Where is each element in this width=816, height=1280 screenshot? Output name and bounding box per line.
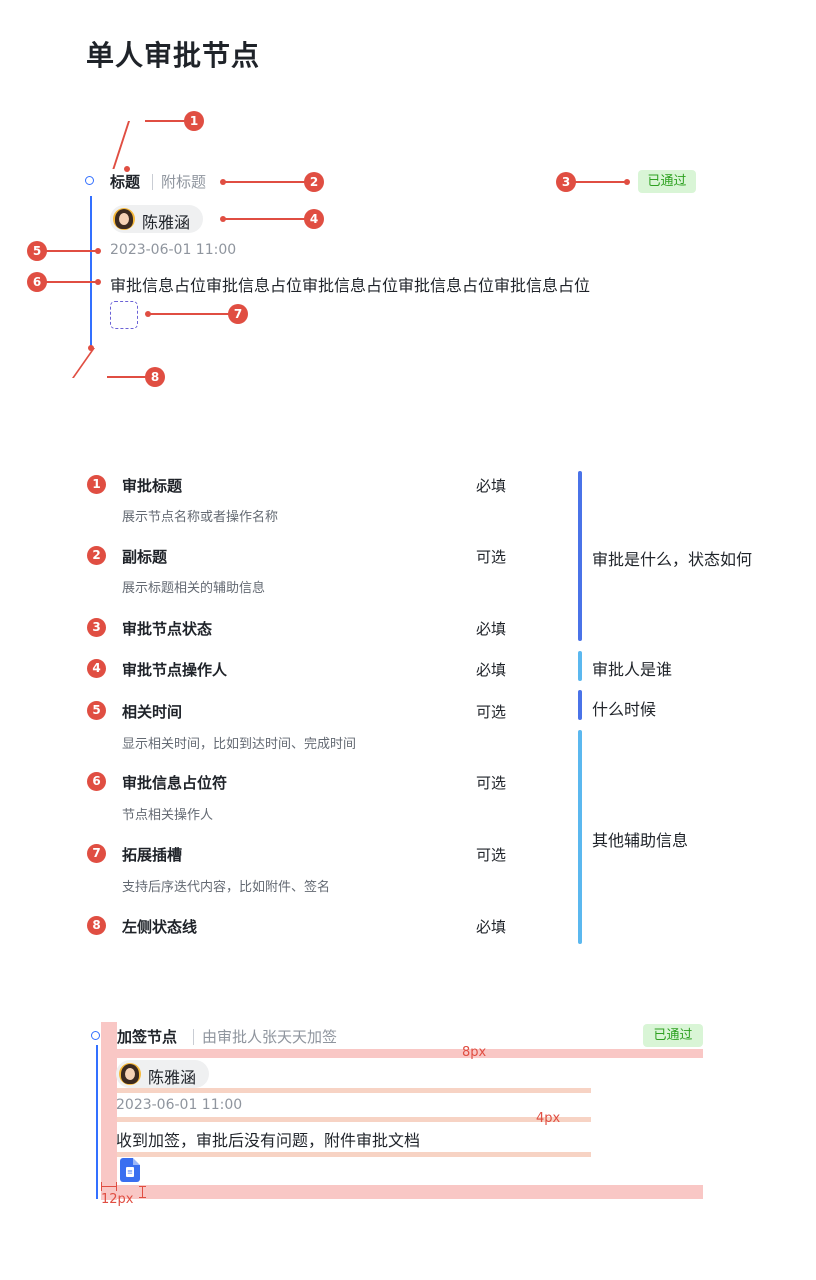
row-number-badge: 6 xyxy=(87,772,106,791)
node-title: 加签节点 xyxy=(117,1028,178,1046)
callout-badge-3: 3 xyxy=(556,172,576,192)
row-title: 拓展插槽 xyxy=(122,846,183,864)
callout-line-6 xyxy=(45,281,97,283)
measure-line-vertical xyxy=(142,1186,143,1198)
group-bar-what xyxy=(578,471,582,641)
spacing-bar xyxy=(117,1152,591,1157)
group-bar-other xyxy=(578,730,582,944)
user-chip[interactable]: 陈雅涵 xyxy=(110,205,203,233)
row-title: 相关时间 xyxy=(122,703,183,721)
callout-badge-4: 4 xyxy=(304,209,324,229)
group-label-when: 什么时候 xyxy=(592,700,657,719)
group-label-who: 审批人是谁 xyxy=(592,660,673,679)
node-time: 2023-06-01 11:00 xyxy=(110,242,237,258)
row-title: 副标题 xyxy=(122,548,168,566)
callout-line-2 xyxy=(223,181,305,183)
measure-label-8px: 8px xyxy=(462,1045,487,1060)
node-info: 审批信息占位审批信息占位审批信息占位审批信息占位审批信息占位 xyxy=(110,276,591,295)
group-bar-when xyxy=(578,690,582,720)
callout-badge-7: 7 xyxy=(228,304,248,324)
avatar xyxy=(113,208,135,230)
row-required: 可选 xyxy=(476,774,507,792)
status-tag: 已通过 xyxy=(638,170,696,193)
row-title: 左侧状态线 xyxy=(122,918,198,936)
callout-line-8b xyxy=(107,376,147,378)
spacing-left-column xyxy=(101,1022,117,1200)
group-label-other: 其他辅助信息 xyxy=(592,831,689,850)
callout-badge-6: 6 xyxy=(27,272,47,292)
page-title: 单人审批节点 xyxy=(86,39,261,72)
measure-label-12px: 12px xyxy=(101,1192,134,1207)
row-title: 审批节点状态 xyxy=(122,620,213,638)
row-title: 审批信息占位符 xyxy=(122,774,228,792)
row-required: 可选 xyxy=(476,548,507,566)
spacing-4px-bar xyxy=(117,1117,591,1122)
node-subtitle: 附标题 xyxy=(161,173,207,191)
group-label-what: 审批是什么，状态如何 xyxy=(592,550,753,569)
row-desc: 展示标题相关的辅助信息 xyxy=(122,581,266,596)
row-title: 审批标题 xyxy=(122,477,183,495)
node-subtitle: 由审批人张天天加签 xyxy=(202,1028,338,1046)
row-desc: 展示节点名称或者操作名称 xyxy=(122,510,279,525)
group-bar-who xyxy=(578,651,582,681)
node-status-circle xyxy=(91,1031,100,1040)
node-title: 标题 xyxy=(110,173,141,191)
row-number-badge: 4 xyxy=(87,659,106,678)
measure-tick xyxy=(139,1186,146,1187)
row-required: 必填 xyxy=(476,918,507,936)
row-number-badge: 8 xyxy=(87,916,106,935)
callout-line-3 xyxy=(575,181,627,183)
measure-tick xyxy=(116,1182,117,1191)
callout-dot-3 xyxy=(624,179,630,185)
row-number-badge: 7 xyxy=(87,844,106,863)
spacing-bar xyxy=(117,1088,591,1093)
row-number-badge: 3 xyxy=(87,618,106,637)
row-required: 必填 xyxy=(476,661,507,679)
callout-badge-8: 8 xyxy=(145,367,165,387)
callout-dot-1 xyxy=(124,166,130,172)
extension-slot xyxy=(110,301,138,329)
node-time: 2023-06-01 11:00 xyxy=(116,1097,243,1113)
avatar xyxy=(119,1063,141,1085)
left-status-line xyxy=(90,196,92,346)
row-required: 可选 xyxy=(476,703,507,721)
callout-badge-2: 2 xyxy=(304,172,324,192)
row-required: 必填 xyxy=(476,620,507,638)
row-number-badge: 2 xyxy=(87,546,106,565)
title-separator xyxy=(193,1029,194,1045)
node-info: 收到加签，审批后没有问题，附件审批文档 xyxy=(116,1131,421,1150)
row-title: 审批节点操作人 xyxy=(122,661,228,679)
row-required: 可选 xyxy=(476,846,507,864)
measure-line xyxy=(101,1186,117,1187)
measure-tick xyxy=(139,1197,146,1198)
status-tag: 已通过 xyxy=(643,1024,703,1047)
document-icon[interactable]: ≡ xyxy=(120,1158,140,1182)
callout-line-1b xyxy=(112,121,130,169)
callout-line-7 xyxy=(148,313,230,315)
row-desc: 支持后序迭代内容，比如附件、签名 xyxy=(122,880,331,895)
spacing-bottom-bar xyxy=(117,1185,703,1199)
row-number-badge: 5 xyxy=(87,701,106,720)
callout-line-4 xyxy=(223,218,305,220)
callout-line-1 xyxy=(145,120,185,122)
user-name: 陈雅涵 xyxy=(148,1068,197,1087)
user-chip[interactable]: 陈雅涵 xyxy=(116,1060,209,1088)
spacing-8px-bar xyxy=(117,1049,703,1058)
measure-label-4px: 4px xyxy=(536,1111,561,1126)
row-desc: 显示相关时间，比如到达时间、完成时间 xyxy=(122,737,357,752)
callout-dot-5 xyxy=(95,248,101,254)
row-desc: 节点相关操作人 xyxy=(122,808,214,823)
node-status-circle xyxy=(85,176,94,185)
callout-badge-5: 5 xyxy=(27,241,47,261)
row-required: 必填 xyxy=(476,477,507,495)
title-separator xyxy=(152,174,153,190)
callout-dot-8 xyxy=(88,345,94,351)
user-name: 陈雅涵 xyxy=(142,213,191,232)
callout-line-5 xyxy=(45,250,97,252)
row-number-badge: 1 xyxy=(87,475,106,494)
callout-dot-6 xyxy=(95,279,101,285)
left-status-line xyxy=(96,1045,98,1199)
callout-badge-1: 1 xyxy=(184,111,204,131)
callout-line-8 xyxy=(71,348,95,378)
